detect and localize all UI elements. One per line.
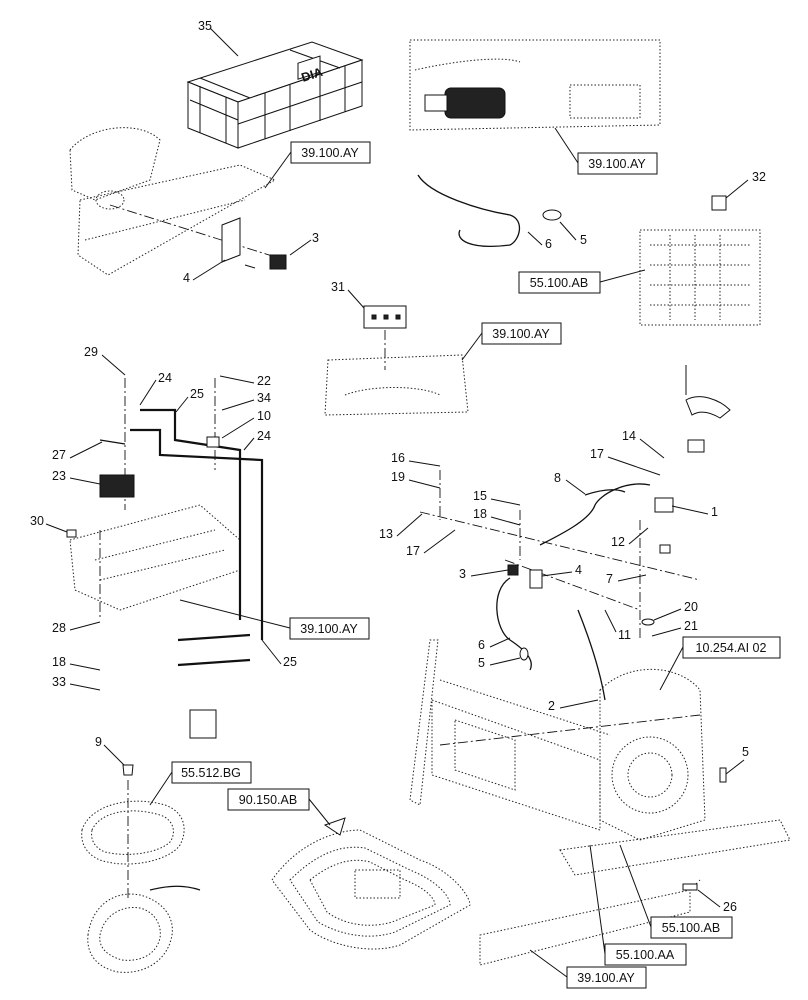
callout-4-center: 4 [575,563,582,577]
callout-15: 15 [473,489,487,503]
callout-24-upper: 24 [158,371,172,385]
callout-12: 12 [611,535,625,549]
floor-mat [271,817,471,950]
crate-logo: DIA [300,65,325,85]
callout-33: 33 [52,675,66,689]
callout-5-top: 5 [580,233,587,247]
ref-box-55-512-bg[interactable]: 55.512.BG [171,761,252,784]
callout-16: 16 [391,451,405,465]
svg-text:39.100.AY: 39.100.AY [577,971,635,985]
callout-3-top: 3 [312,231,319,245]
svg-text:90.150.AB: 90.150.AB [239,793,297,807]
engine-housing-top [409,39,661,247]
fuse-panel [639,195,761,326]
callout-17-left: 17 [406,544,420,558]
ref-box-10-254-ai-02[interactable]: 10.254.AI 02 [682,636,781,659]
svg-text:39.100.AY: 39.100.AY [492,327,550,341]
seat-pedal-assembly [81,764,201,973]
callout-6-top: 6 [545,237,552,251]
ref-box-55-100-ab-2[interactable]: 55.100.AB [650,916,733,939]
callout-18-center: 18 [473,507,487,521]
svg-text:39.100.AY: 39.100.AY [588,157,646,171]
callout-13: 13 [379,527,393,541]
callout-35: 35 [198,19,212,33]
callout-8: 8 [554,471,561,485]
callout-26: 26 [723,900,737,914]
callout-14: 14 [622,429,636,443]
ref-box-39-100-ay-4[interactable]: 39.100.AY [289,617,370,640]
crate-assembly [186,41,364,149]
ref-box-39-100-ay-3[interactable]: 39.100.AY [481,322,562,345]
callout-30: 30 [30,514,44,528]
callout-29: 29 [84,345,98,359]
callout-5-right: 5 [742,745,749,759]
callout-9: 9 [95,735,102,749]
ref-box-90-150-ab[interactable]: 90.150.AB [227,788,310,811]
callout-18-left: 18 [52,655,66,669]
svg-text:55.100.AB: 55.100.AB [662,921,720,935]
callout-24-lower: 24 [257,429,271,443]
harness-assembly [419,365,731,701]
callout-5-center: 5 [478,656,485,670]
callout-2: 2 [548,699,555,713]
svg-text:55.100.AB: 55.100.AB [530,276,588,290]
svg-text:39.100.AY: 39.100.AY [300,622,358,636]
svg-text:10.254.AI 02: 10.254.AI 02 [696,641,767,655]
callout-34: 34 [257,391,271,405]
callout-22: 22 [257,374,271,388]
callout-21: 21 [684,619,698,633]
svg-text:55.512.BG: 55.512.BG [181,766,241,780]
ref-box-55-100-ab-1[interactable]: 55.100.AB [518,271,601,294]
callout-20: 20 [684,600,698,614]
ref-box-39-100-ay-2[interactable]: 39.100.AY [577,152,658,175]
callout-25-upper: 25 [190,387,204,401]
callout-31: 31 [331,280,345,294]
callout-27: 27 [52,448,66,462]
ref-box-55-100-aa[interactable]: 55.100.AA [604,943,687,966]
callout-17-right: 17 [590,447,604,461]
callout-25-lower: 25 [283,655,297,669]
callout-6-center: 6 [478,638,485,652]
svg-text:55.100.AA: 55.100.AA [616,948,675,962]
callout-1: 1 [711,505,718,519]
callout-28: 28 [52,621,66,635]
engine-radiator [409,639,791,966]
callout-23: 23 [52,469,66,483]
callout-11: 11 [618,628,631,642]
callout-19: 19 [391,470,405,484]
callout-4-top: 4 [183,271,190,285]
cover-panel [324,305,469,416]
callout-3-center: 3 [459,567,466,581]
ref-box-39-100-ay-1[interactable]: 39.100.AY [290,141,371,164]
callout-32: 32 [752,170,766,184]
svg-text:39.100.AY: 39.100.AY [301,146,359,160]
callout-10: 10 [257,409,271,423]
battery-tray-assembly [69,378,264,739]
callout-7: 7 [606,572,613,586]
engine-frame-top-left [69,127,287,276]
ref-box-39-100-ay-5[interactable]: 39.100.AY [566,966,647,989]
